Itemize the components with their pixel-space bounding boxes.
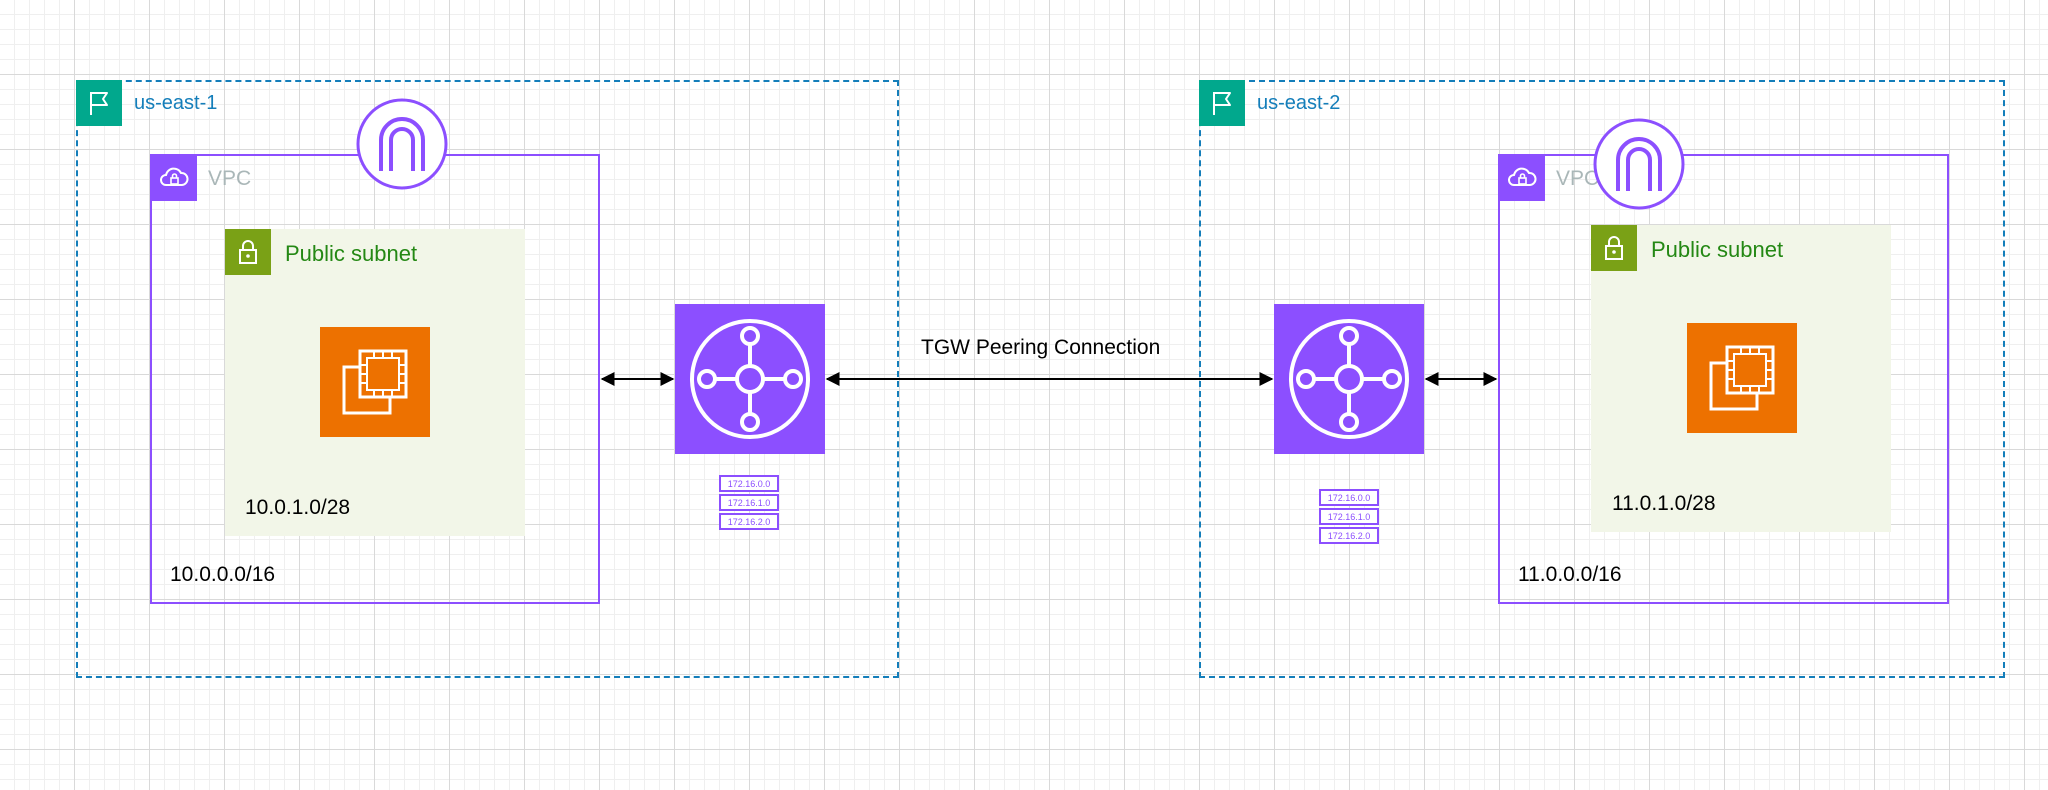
subnet-cidr: 11.0.1.0/28	[1612, 492, 1716, 515]
transit-gateway-icon	[1274, 304, 1424, 454]
region-label: us-east-2	[1257, 92, 1341, 114]
vpc-box	[1498, 154, 1949, 604]
route-entry: 172.16.0.0	[1328, 493, 1371, 503]
flag-icon	[76, 80, 122, 126]
route-entry: 172.16.1.0	[1328, 512, 1371, 522]
route-table-icon: 172.16.0.0 172.16.1.0 172.16.2.0	[718, 474, 782, 534]
vpc-cidr: 10.0.0.0/16	[170, 563, 276, 586]
route-table-icon: 172.16.0.0 172.16.1.0 172.16.2.0	[1318, 488, 1382, 548]
vpc-cloud-lock-icon	[1499, 155, 1545, 201]
route-entry: 172.16.0.0	[728, 479, 771, 489]
route-entry: 172.16.2.0	[1328, 531, 1371, 541]
subnet-label: Public subnet	[1651, 237, 1784, 262]
flag-icon	[1199, 80, 1245, 126]
subnet-cidr: 10.0.1.0/28	[245, 496, 351, 519]
padlock-icon	[1591, 225, 1637, 271]
vpc-cidr: 11.0.0.0/16	[1518, 563, 1622, 586]
subnet-label: Public subnet	[285, 241, 418, 266]
ec2-instance-icon	[1687, 323, 1797, 433]
route-entry: 172.16.1.0	[728, 498, 771, 508]
vpc-label: VPC	[1556, 167, 1600, 190]
vpc-label: VPC	[208, 167, 252, 190]
connection-label: TGW Peering Connection	[921, 336, 1161, 359]
route-entry: 172.16.2.0	[728, 517, 771, 527]
region-label: us-east-1	[134, 92, 218, 114]
vpc-cloud-lock-icon	[151, 155, 197, 201]
transit-gateway-icon	[675, 304, 825, 454]
padlock-icon	[225, 229, 271, 275]
internet-gateway-icon	[355, 97, 449, 191]
ec2-instance-icon	[320, 327, 430, 437]
internet-gateway-icon	[1592, 117, 1686, 211]
